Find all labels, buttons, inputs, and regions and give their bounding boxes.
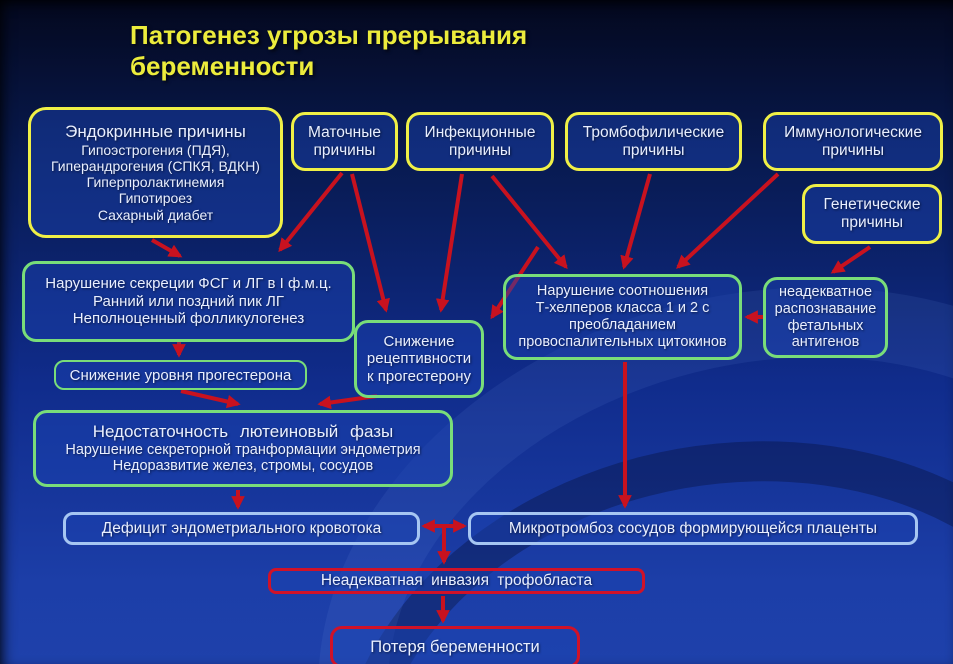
node-inadequate-line: фетальных <box>787 317 864 334</box>
node-uterine-causes: Маточные причины <box>291 112 398 171</box>
slide-title: Патогенез угрозы прерывания беременности <box>130 20 528 81</box>
node-receptivity-line: к прогестерону <box>366 367 472 385</box>
node-thelper-line: Т-хелперов класса 1 и 2 с <box>535 300 710 317</box>
node-receptivity-line: Снижение <box>383 332 455 350</box>
node-luteal-phase-deficiency: Недостаточность лютеиновый фазы Нарушени… <box>33 410 453 487</box>
node-genetic-label: Генетические причины <box>823 196 921 231</box>
node-endocrine-line: Гипотироез <box>118 190 193 207</box>
node-thelper-line: Нарушение соотношения <box>536 283 709 300</box>
node-thrombophilic-label: Тромбофилические причины <box>582 123 725 159</box>
node-thrombophilic-causes: Тромбофилические причины <box>565 112 742 171</box>
arrow-uterine-to-receptivity <box>350 173 390 313</box>
arrow-genetic-to-inadequate <box>830 245 872 274</box>
node-fsh-line: Нарушение секреции ФСГ и ЛГ в I ф.м.ц. <box>45 275 332 293</box>
node-thelper-line: преобладанием <box>569 317 676 333</box>
arrow-thrombophilic-to-thelper <box>620 173 652 270</box>
node-immunologic-causes: Иммунологические причины <box>763 112 943 171</box>
node-receptivity-line: рецептивности <box>366 350 472 368</box>
node-luteal-line: Недоразвитие желез, стромы, сосудов <box>112 458 374 475</box>
node-luteal-heading: Недостаточность лютеиновый фазы <box>92 421 394 441</box>
arrow-immunologic-to-thelper <box>676 172 780 269</box>
arrow-infectious-to-thelper <box>490 174 568 270</box>
node-trophoblast-invasion: Неадекватная инвазия трофобласта <box>268 568 645 594</box>
node-inadequate-recognition: неадекватное распознавание фетальных ант… <box>763 277 888 358</box>
node-thelper-imbalance: Нарушение соотношения Т-хелперов класса … <box>503 274 742 360</box>
node-fsh-line: Ранний или поздний пик ЛГ <box>92 292 285 310</box>
arrow-progesterone-to-luteal <box>180 389 241 409</box>
node-progesterone-receptivity: Снижение рецептивности к прогестерону <box>354 320 484 398</box>
node-inadequate-line: неадекватное <box>778 283 873 300</box>
node-endometrial-blood-flow-deficit: Дефицит эндометриального кровотока <box>63 512 420 545</box>
node-endocrine-line: Гипоэстрогения (ПДЯ), <box>81 141 230 158</box>
node-inadequate-line: распознавание <box>774 300 877 317</box>
node-invasion-label: Неадекватная инвазия трофобласта <box>320 572 593 589</box>
node-genetic-causes: Генетические причины <box>802 184 942 244</box>
node-endocrine-line: Сахарный диабет <box>97 206 214 223</box>
node-infectious-label: Инфекционные причины <box>424 123 536 159</box>
node-endocrine-causes: Эндокринные причины Гипоэстрогения (ПДЯ)… <box>28 107 283 238</box>
node-infectious-causes: Инфекционные причины <box>406 112 554 171</box>
node-deficit-label: Дефицит эндометриального кровотока <box>101 519 382 537</box>
node-immunologic-label: Иммунологические причины <box>784 123 922 159</box>
arrow-infectious-to-receptivity <box>435 173 464 313</box>
node-thelper-line: провоспалительных цитокинов <box>518 333 727 350</box>
node-endocrine-line: Гиперпролактинемия <box>86 174 225 191</box>
node-endocrine-line: Гиперандрогения (СПКЯ, ВДКН) <box>51 158 260 174</box>
node-loss-label: Потеря беременности <box>370 637 540 656</box>
node-fsh-lh-disturbance: Нарушение секреции ФСГ и ЛГ в I ф.м.ц. Р… <box>22 261 355 342</box>
arrow-endocrine-to-fsh <box>151 238 183 258</box>
arrow-uterine-to-fsh <box>278 171 344 253</box>
node-inadequate-line: антигенов <box>791 334 860 351</box>
node-progesterone-level-label: Снижение уровня прогестерона <box>69 366 292 384</box>
node-microthrombosis-label: Микротромбоз сосудов формирующейся плаце… <box>508 519 878 537</box>
node-luteal-line: Нарушение секреторной транформации эндом… <box>65 441 421 458</box>
node-fsh-line: Неполноценный фолликулогенез <box>72 310 305 328</box>
node-endocrine-heading: Эндокринные причины <box>65 122 246 142</box>
node-placenta-microthrombosis: Микротромбоз сосудов формирующейся плаце… <box>468 512 918 545</box>
node-pregnancy-loss: Потеря беременности <box>330 626 580 664</box>
node-progesterone-level-decrease: Снижение уровня прогестерона <box>54 360 307 390</box>
node-uterine-label: Маточные причины <box>308 123 381 159</box>
